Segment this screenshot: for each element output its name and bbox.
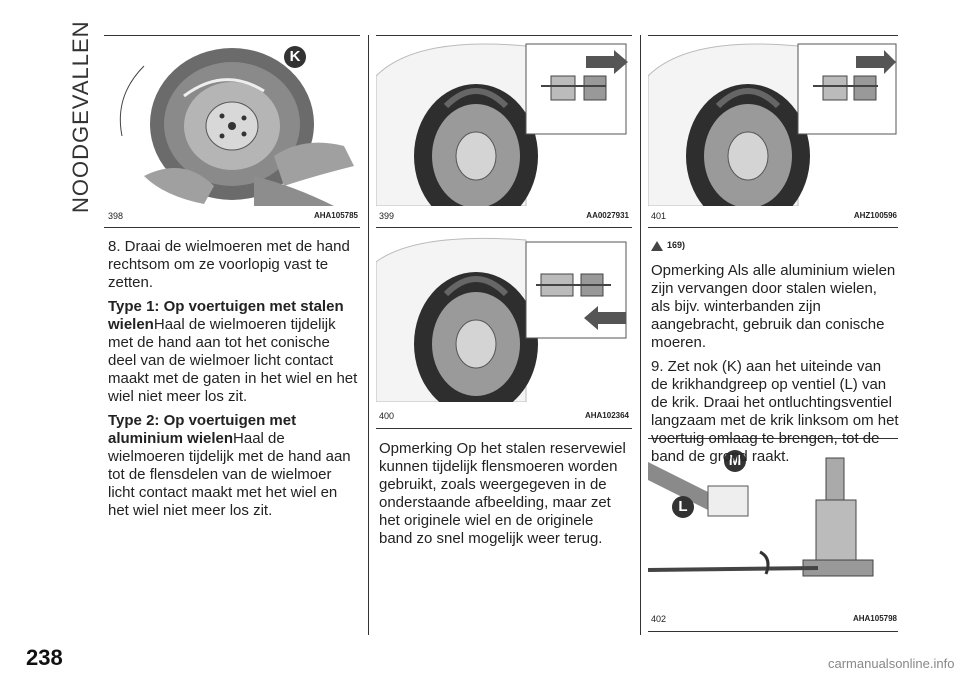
type-1-body: Haal de wielmoeren tijdelijk met de hand…: [108, 316, 358, 405]
type-2-body: Haal de wielmoeren tijdelijk met de hand…: [108, 430, 351, 519]
callout-k-icon: K: [284, 46, 306, 68]
figure-number: 398: [108, 211, 124, 221]
figure-code: AHA105798: [852, 614, 897, 623]
figure-400-illustration: [375, 232, 632, 416]
figure-399-illustration: [375, 36, 632, 228]
figure-bottom-rule: [376, 428, 632, 429]
footer-watermark: carmanualsonline.info: [828, 656, 955, 671]
figure-top-rule: [376, 35, 632, 36]
figure-402-illustration: M L: [647, 440, 898, 606]
column-1-text: 8. Draai de wielmoeren met de hand recht…: [108, 238, 360, 526]
figure-401-caption: 401 AHZ100596: [651, 211, 897, 223]
figure-number: 401: [651, 211, 667, 221]
type-1-heading: Type 1: Op voertuigen met stalen wielen: [108, 298, 344, 333]
figure-400-caption: 400 AHA102364: [379, 411, 629, 423]
figure-401-illustration: [647, 36, 898, 228]
figure-398-illustration: K: [104, 36, 360, 206]
figure-402-caption: 402 AHA105798: [651, 614, 897, 626]
figure-number: 400: [379, 411, 395, 421]
figure-top-rule: [104, 35, 360, 36]
column-divider: [640, 35, 641, 635]
step-9-paragraph: 9. Zet nok (K) aan het uiteinde van de k…: [651, 358, 899, 465]
warning-ref-text: 169): [667, 240, 686, 250]
step-8-paragraph: 8. Draai de wielmoeren met de hand recht…: [108, 238, 350, 291]
figure-number: 399: [379, 211, 395, 221]
figure-bottom-rule: [376, 227, 632, 228]
type-1-paragraph: Type 1: Op voertuigen met stalen wielenH…: [108, 298, 360, 406]
figure-code: AHZ100596: [853, 211, 897, 220]
figure-number: 402: [651, 614, 667, 624]
figure-code: AHA105785: [313, 211, 358, 220]
figure-bottom-rule: [648, 227, 898, 228]
figure-bottom-rule: [648, 631, 898, 632]
warning-triangle-icon: [651, 240, 663, 251]
figure-code: AA0027931: [586, 211, 629, 220]
column-divider: [368, 35, 369, 635]
page-number: 238: [26, 645, 63, 670]
figure-bottom-rule: [104, 227, 360, 228]
figure-code: AHA102364: [584, 411, 629, 420]
figure-top-rule: [648, 438, 898, 439]
callout-m-icon: M: [724, 450, 746, 472]
column-3-text: Opmerking Als alle aluminium wielen zijn…: [651, 262, 899, 472]
type-2-heading: Type 2: Op voertuigen met aluminium wiel…: [108, 412, 297, 447]
section-title-text: NOODGEVALLEN: [68, 20, 93, 213]
note-aluminium-wheels: Opmerking Als alle aluminium wielen zijn…: [651, 262, 896, 351]
figure-398-caption: 398 AHA105785: [108, 211, 358, 223]
warning-reference: 169): [651, 240, 685, 251]
figure-399-caption: 399 AA0027931: [379, 211, 629, 223]
column-2-text: Opmerking Op het stalen reservewiel kunn…: [379, 440, 629, 554]
callout-l-icon: L: [672, 496, 694, 518]
type-2-paragraph: Type 2: Op voertuigen met aluminium wiel…: [108, 412, 360, 520]
section-side-title: NOODGEVALLEN: [54, 20, 93, 213]
figure-top-rule: [648, 35, 898, 36]
note-steel-spare-wheel: Opmerking Op het stalen reservewiel kunn…: [379, 440, 626, 547]
